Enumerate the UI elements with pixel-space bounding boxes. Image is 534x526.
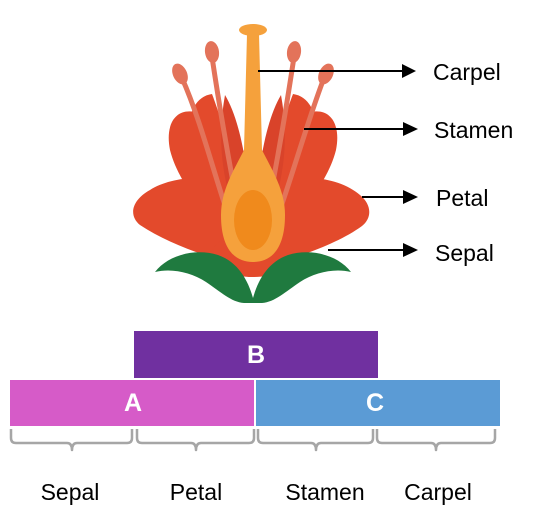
carpel-stigma <box>239 24 267 36</box>
carpel-arrowhead <box>402 64 416 78</box>
sepal-arrowhead <box>403 243 418 257</box>
sepal-callout-label: Sepal <box>435 240 494 266</box>
brace-stamen <box>256 429 375 452</box>
c-function-label: C <box>366 389 384 417</box>
a-function-label: A <box>124 389 142 417</box>
brace-sepal <box>9 429 134 452</box>
anther-2 <box>204 41 220 63</box>
carpel <box>221 24 285 262</box>
sepal-shape <box>155 252 351 303</box>
petal-arrowhead <box>403 190 418 204</box>
organ-label-petal: Petal <box>170 479 222 505</box>
organ-label-stamen: Stamen <box>285 479 364 505</box>
anther-1 <box>172 63 188 85</box>
c-function-box <box>256 380 500 426</box>
organ-braces <box>9 429 497 452</box>
organ-label-carpel: Carpel <box>404 479 472 505</box>
brace-carpel <box>375 429 497 452</box>
brace-petal <box>135 429 256 452</box>
ovary-inner <box>234 190 272 250</box>
flower-illustration <box>133 24 370 303</box>
stamen-arrowhead <box>403 122 418 136</box>
carpel-callout-label: Carpel <box>433 59 501 85</box>
anther-3 <box>286 41 302 63</box>
abc-model: B A C Sepal Petal Stamen Carpel <box>9 331 500 505</box>
stamen-callout-label: Stamen <box>434 117 513 143</box>
callouts: Carpel Stamen Petal Sepal <box>258 59 513 266</box>
b-function-label: B <box>247 341 265 369</box>
a-function-box <box>10 380 254 426</box>
anther-4 <box>318 63 334 85</box>
petal-callout-label: Petal <box>436 185 488 211</box>
b-function-box <box>134 331 378 378</box>
organ-label-sepal: Sepal <box>41 479 100 505</box>
anthers <box>172 41 334 85</box>
